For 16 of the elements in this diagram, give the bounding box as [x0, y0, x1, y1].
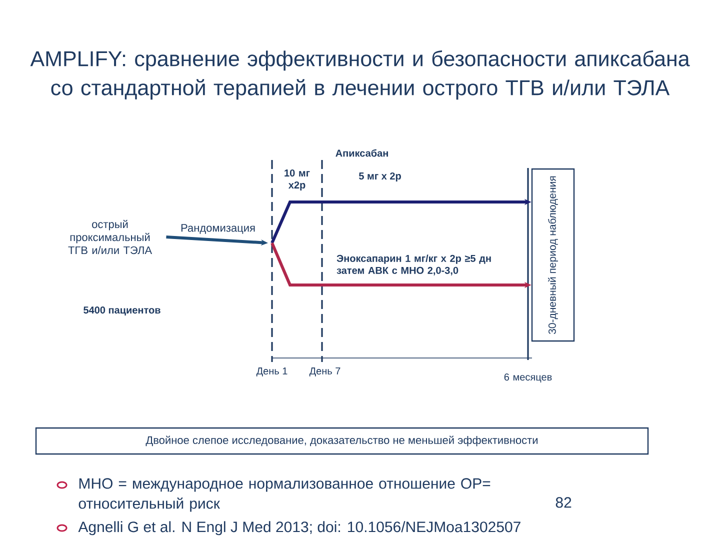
arm-label: Апиксабан: [336, 149, 388, 157]
footnote: МНО = международное нормализованное отношение ОР= относительный риск: [78, 478, 490, 512]
follow-up-box: 30-дневный период наблюдения: [531, 168, 575, 342]
day-label: День 7: [309, 368, 340, 376]
title: AMPLIFY: сравнение эффективности и безопасности апиксабана со стандартной терапией в лечении острого ТГВ и/или ТЭЛА: [30, 50, 690, 100]
day-label: День 1: [256, 368, 288, 376]
edge-label: Рандомизация: [181, 224, 255, 234]
study-design-box: Двойное слепое исследование, доказательство не меньшей эффективности: [35, 427, 649, 455]
reference: Agnelli G et al. N Engl J Med 2013; doi: 10.1056/NEJMoa1302507: [78, 521, 520, 536]
time-label: 6 месяцев: [504, 374, 552, 382]
dose-label: 10 мг х2р: [284, 169, 310, 190]
dose-label: 5 мг х 2р: [358, 172, 401, 182]
patient-count: 5400 пациентов: [84, 306, 160, 316]
page-number: 82: [556, 497, 572, 508]
regimen-label: Эноксапарин 1 мг/кг х 2р ≥5 дн затем АВК с МНО 2,0-3,0: [336, 254, 491, 276]
condition-text: острый проксимальный ТГВ и/или ТЭЛА: [68, 220, 152, 254]
